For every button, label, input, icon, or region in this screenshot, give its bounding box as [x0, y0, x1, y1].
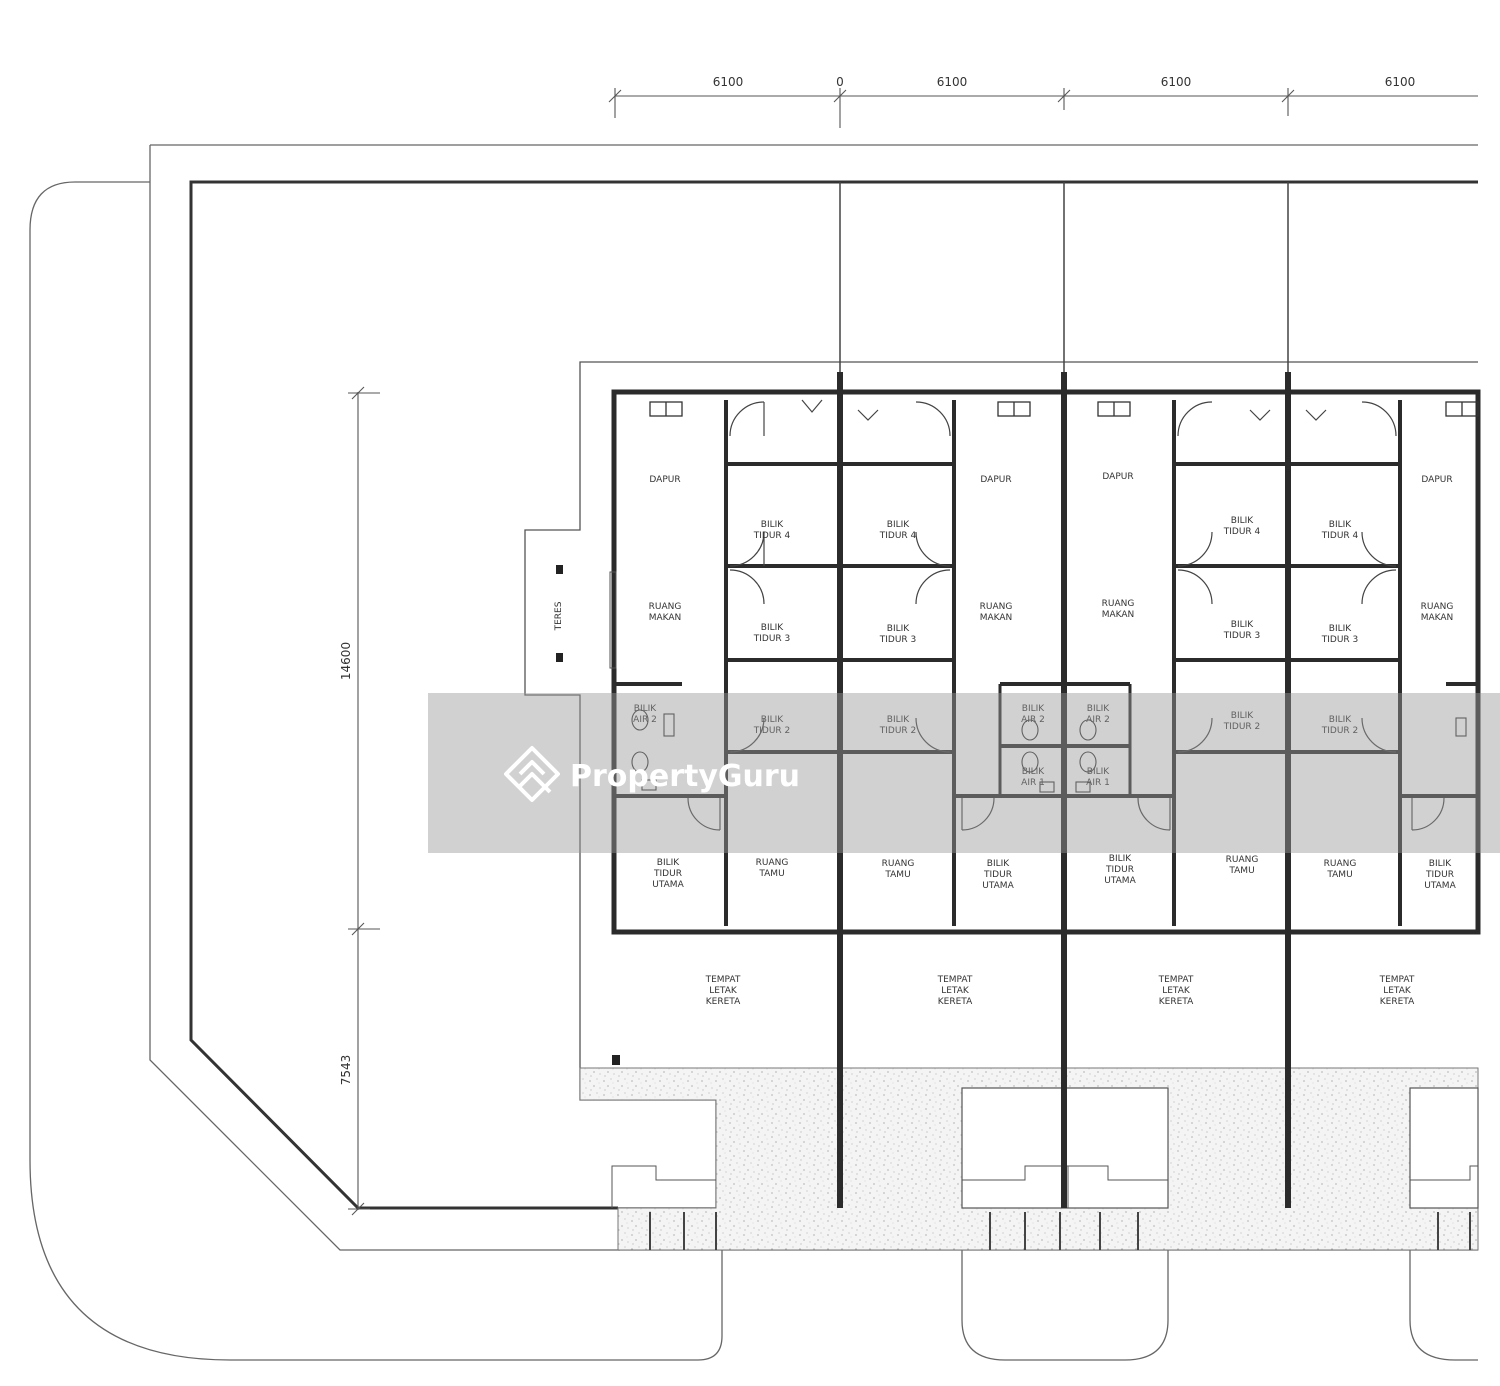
room-dapur: DAPUR	[1102, 472, 1133, 482]
watermark-text: PropertyGuru	[570, 759, 800, 794]
room-dapur: DAPUR	[980, 475, 1011, 485]
grid-lines	[839, 182, 1289, 372]
dim-top-5: 6100	[1385, 75, 1416, 89]
teres-label: TERES	[554, 601, 564, 631]
propertyguru-logo-icon	[504, 746, 560, 802]
dimension-lines	[348, 88, 1478, 1216]
driveway-apron	[579, 1067, 1479, 1251]
door-swings	[687, 399, 1445, 831]
inner-boundary	[189, 180, 1478, 1210]
dim-left-1: 14600	[339, 642, 353, 680]
dim-left-2: 7543	[339, 1055, 353, 1086]
room-dapur: DAPUR	[649, 475, 680, 485]
corner-post	[612, 1055, 620, 1065]
dimension-labels: 6100 0 6100 6100 6100 14600 7543	[339, 75, 1415, 1085]
teres: TERES	[554, 565, 617, 669]
building-walls	[611, 372, 1481, 1208]
site-boundary	[29, 144, 1478, 1361]
watermark: PropertyGuru	[428, 693, 1500, 853]
dim-top-4: 6100	[1161, 75, 1192, 89]
bathroom-fixtures	[631, 709, 1467, 793]
dim-top-3: 6100	[937, 75, 968, 89]
kitchen-sinks	[649, 401, 1479, 417]
room-dapur: DAPUR	[1421, 475, 1452, 485]
dim-top-1: 6100	[713, 75, 744, 89]
dim-top-2: 0	[836, 75, 844, 89]
